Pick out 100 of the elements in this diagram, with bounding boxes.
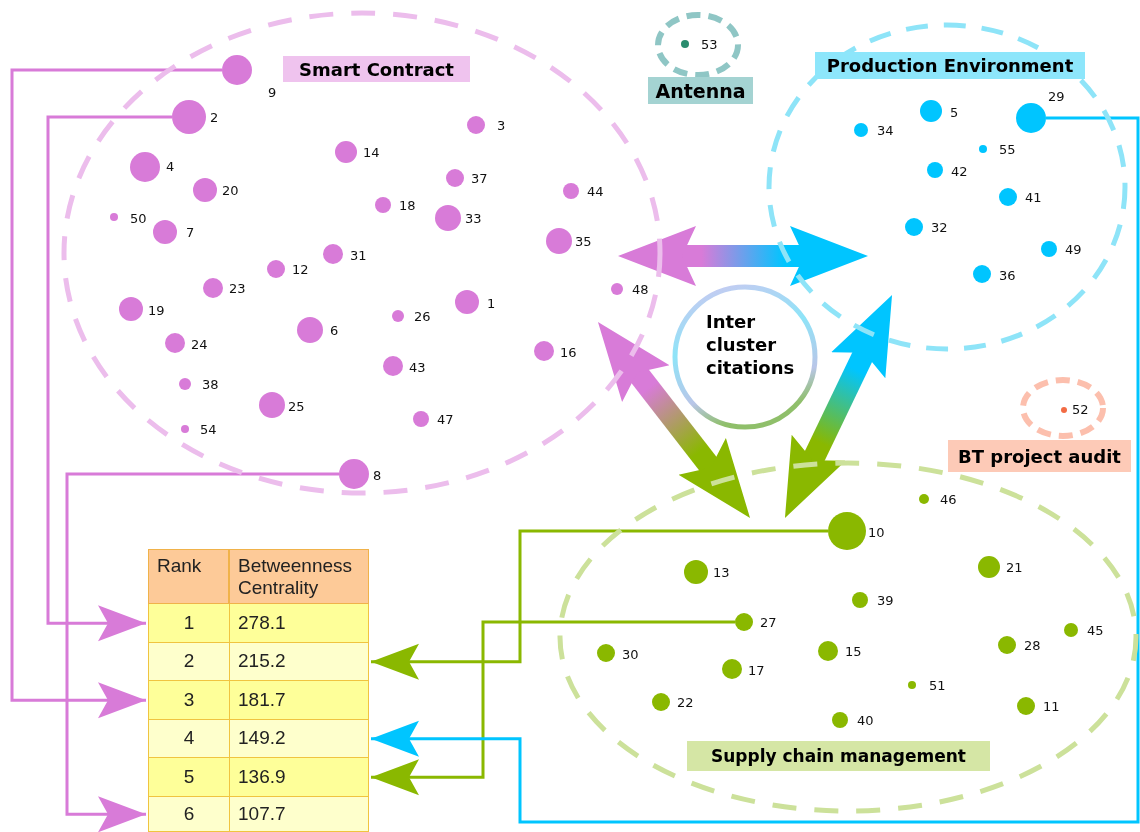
table-row — [148, 719, 369, 758]
node-number: 45 — [1087, 623, 1104, 639]
table-cell: 1 — [148, 604, 229, 642]
node-dot — [392, 310, 404, 322]
double-arrow — [784, 295, 893, 518]
table-cell: 278.1 — [229, 604, 369, 642]
node-number: 37 — [471, 171, 488, 187]
node-dot — [323, 244, 343, 264]
node-number: 39 — [877, 593, 894, 609]
node-dot — [818, 641, 838, 661]
arrow — [371, 529, 828, 680]
node-dot — [920, 100, 942, 122]
table-cell: 107.7 — [229, 796, 369, 831]
node-dot — [181, 425, 189, 433]
node-dot — [828, 512, 866, 550]
node-dot — [110, 213, 118, 221]
node-number: 25 — [288, 399, 305, 415]
node-dot — [998, 636, 1016, 654]
node-number: 33 — [465, 211, 482, 227]
node-dot — [563, 183, 579, 199]
node-number: 41 — [1025, 190, 1042, 206]
node-dot — [130, 152, 160, 182]
node-number: 54 — [200, 422, 217, 438]
arrow — [371, 116, 1140, 824]
node-number: 22 — [677, 695, 694, 711]
node-dot — [165, 333, 185, 353]
node-dot — [203, 278, 223, 298]
table-cell: 4 — [148, 719, 229, 757]
node-dot — [297, 317, 323, 343]
table-row — [148, 796, 369, 832]
node-number: 3 — [497, 118, 506, 134]
table-row — [148, 604, 369, 643]
table-cell: 5 — [148, 758, 229, 796]
node-number: 13 — [713, 565, 730, 581]
arrow — [10, 68, 222, 719]
node-dot — [597, 644, 615, 662]
node-dot — [973, 265, 991, 283]
node-dot — [978, 556, 1000, 578]
node-dot — [999, 188, 1017, 206]
node-dot — [652, 693, 670, 711]
node-number: 30 — [622, 647, 639, 663]
table-row — [148, 642, 369, 681]
node-dot — [735, 613, 753, 631]
node-number: 20 — [222, 183, 239, 199]
node-dot — [979, 145, 987, 153]
node-dot — [467, 116, 485, 134]
node-number: 47 — [437, 412, 454, 428]
arrow — [371, 620, 735, 796]
node-dot — [179, 378, 191, 390]
node-dot — [1061, 407, 1067, 413]
table-row — [148, 681, 369, 720]
node-number: 26 — [414, 309, 431, 325]
node-number: 14 — [363, 145, 380, 161]
node-number: 11 — [1043, 699, 1060, 715]
node-number: 28 — [1024, 638, 1041, 654]
node-dot — [546, 228, 572, 254]
node-number: 51 — [929, 678, 946, 694]
node-dot — [722, 659, 742, 679]
node-number: 40 — [857, 713, 874, 729]
node-dot — [684, 560, 708, 584]
node-dot — [335, 141, 357, 163]
node-number: 31 — [350, 248, 367, 264]
node-dot — [259, 392, 285, 418]
table-cell: 6 — [148, 796, 229, 831]
node-dot — [339, 459, 369, 489]
node-dot — [611, 283, 623, 295]
node-number: 43 — [409, 360, 426, 376]
node-number: 38 — [202, 377, 219, 393]
node-number: 36 — [999, 268, 1016, 284]
node-number: 15 — [845, 644, 862, 660]
node-number: 48 — [632, 282, 649, 298]
node-dot — [927, 162, 943, 178]
node-dot — [852, 592, 868, 608]
node-dot — [446, 169, 464, 187]
node-number: 7 — [186, 225, 195, 241]
node-number: 34 — [877, 123, 894, 139]
node-number: 50 — [130, 211, 147, 227]
node-dot — [383, 356, 403, 376]
node-dot — [908, 681, 916, 689]
node-dot — [905, 218, 923, 236]
node-number: 2 — [210, 110, 219, 126]
cluster-label: BT project audit — [948, 440, 1131, 472]
double-arrow — [618, 226, 868, 286]
column-header: Rank — [148, 549, 229, 604]
node-number: 5 — [950, 105, 959, 121]
node-dot — [681, 40, 689, 48]
node-number: 53 — [701, 37, 718, 53]
node-dot — [222, 55, 252, 85]
node-number: 1 — [487, 296, 496, 312]
node-number: 24 — [191, 337, 208, 353]
node-number: 46 — [940, 492, 957, 508]
cluster-label: Antenna — [648, 77, 753, 104]
table-cell: 136.9 — [229, 758, 369, 796]
table-cell: 149.2 — [229, 719, 369, 757]
table-cell: 215.2 — [229, 642, 369, 680]
table-cell: 3 — [148, 681, 229, 719]
node-dot — [832, 712, 848, 728]
node-number: 55 — [999, 142, 1016, 158]
node-number: 49 — [1065, 242, 1082, 258]
node-number: 19 — [148, 303, 165, 319]
